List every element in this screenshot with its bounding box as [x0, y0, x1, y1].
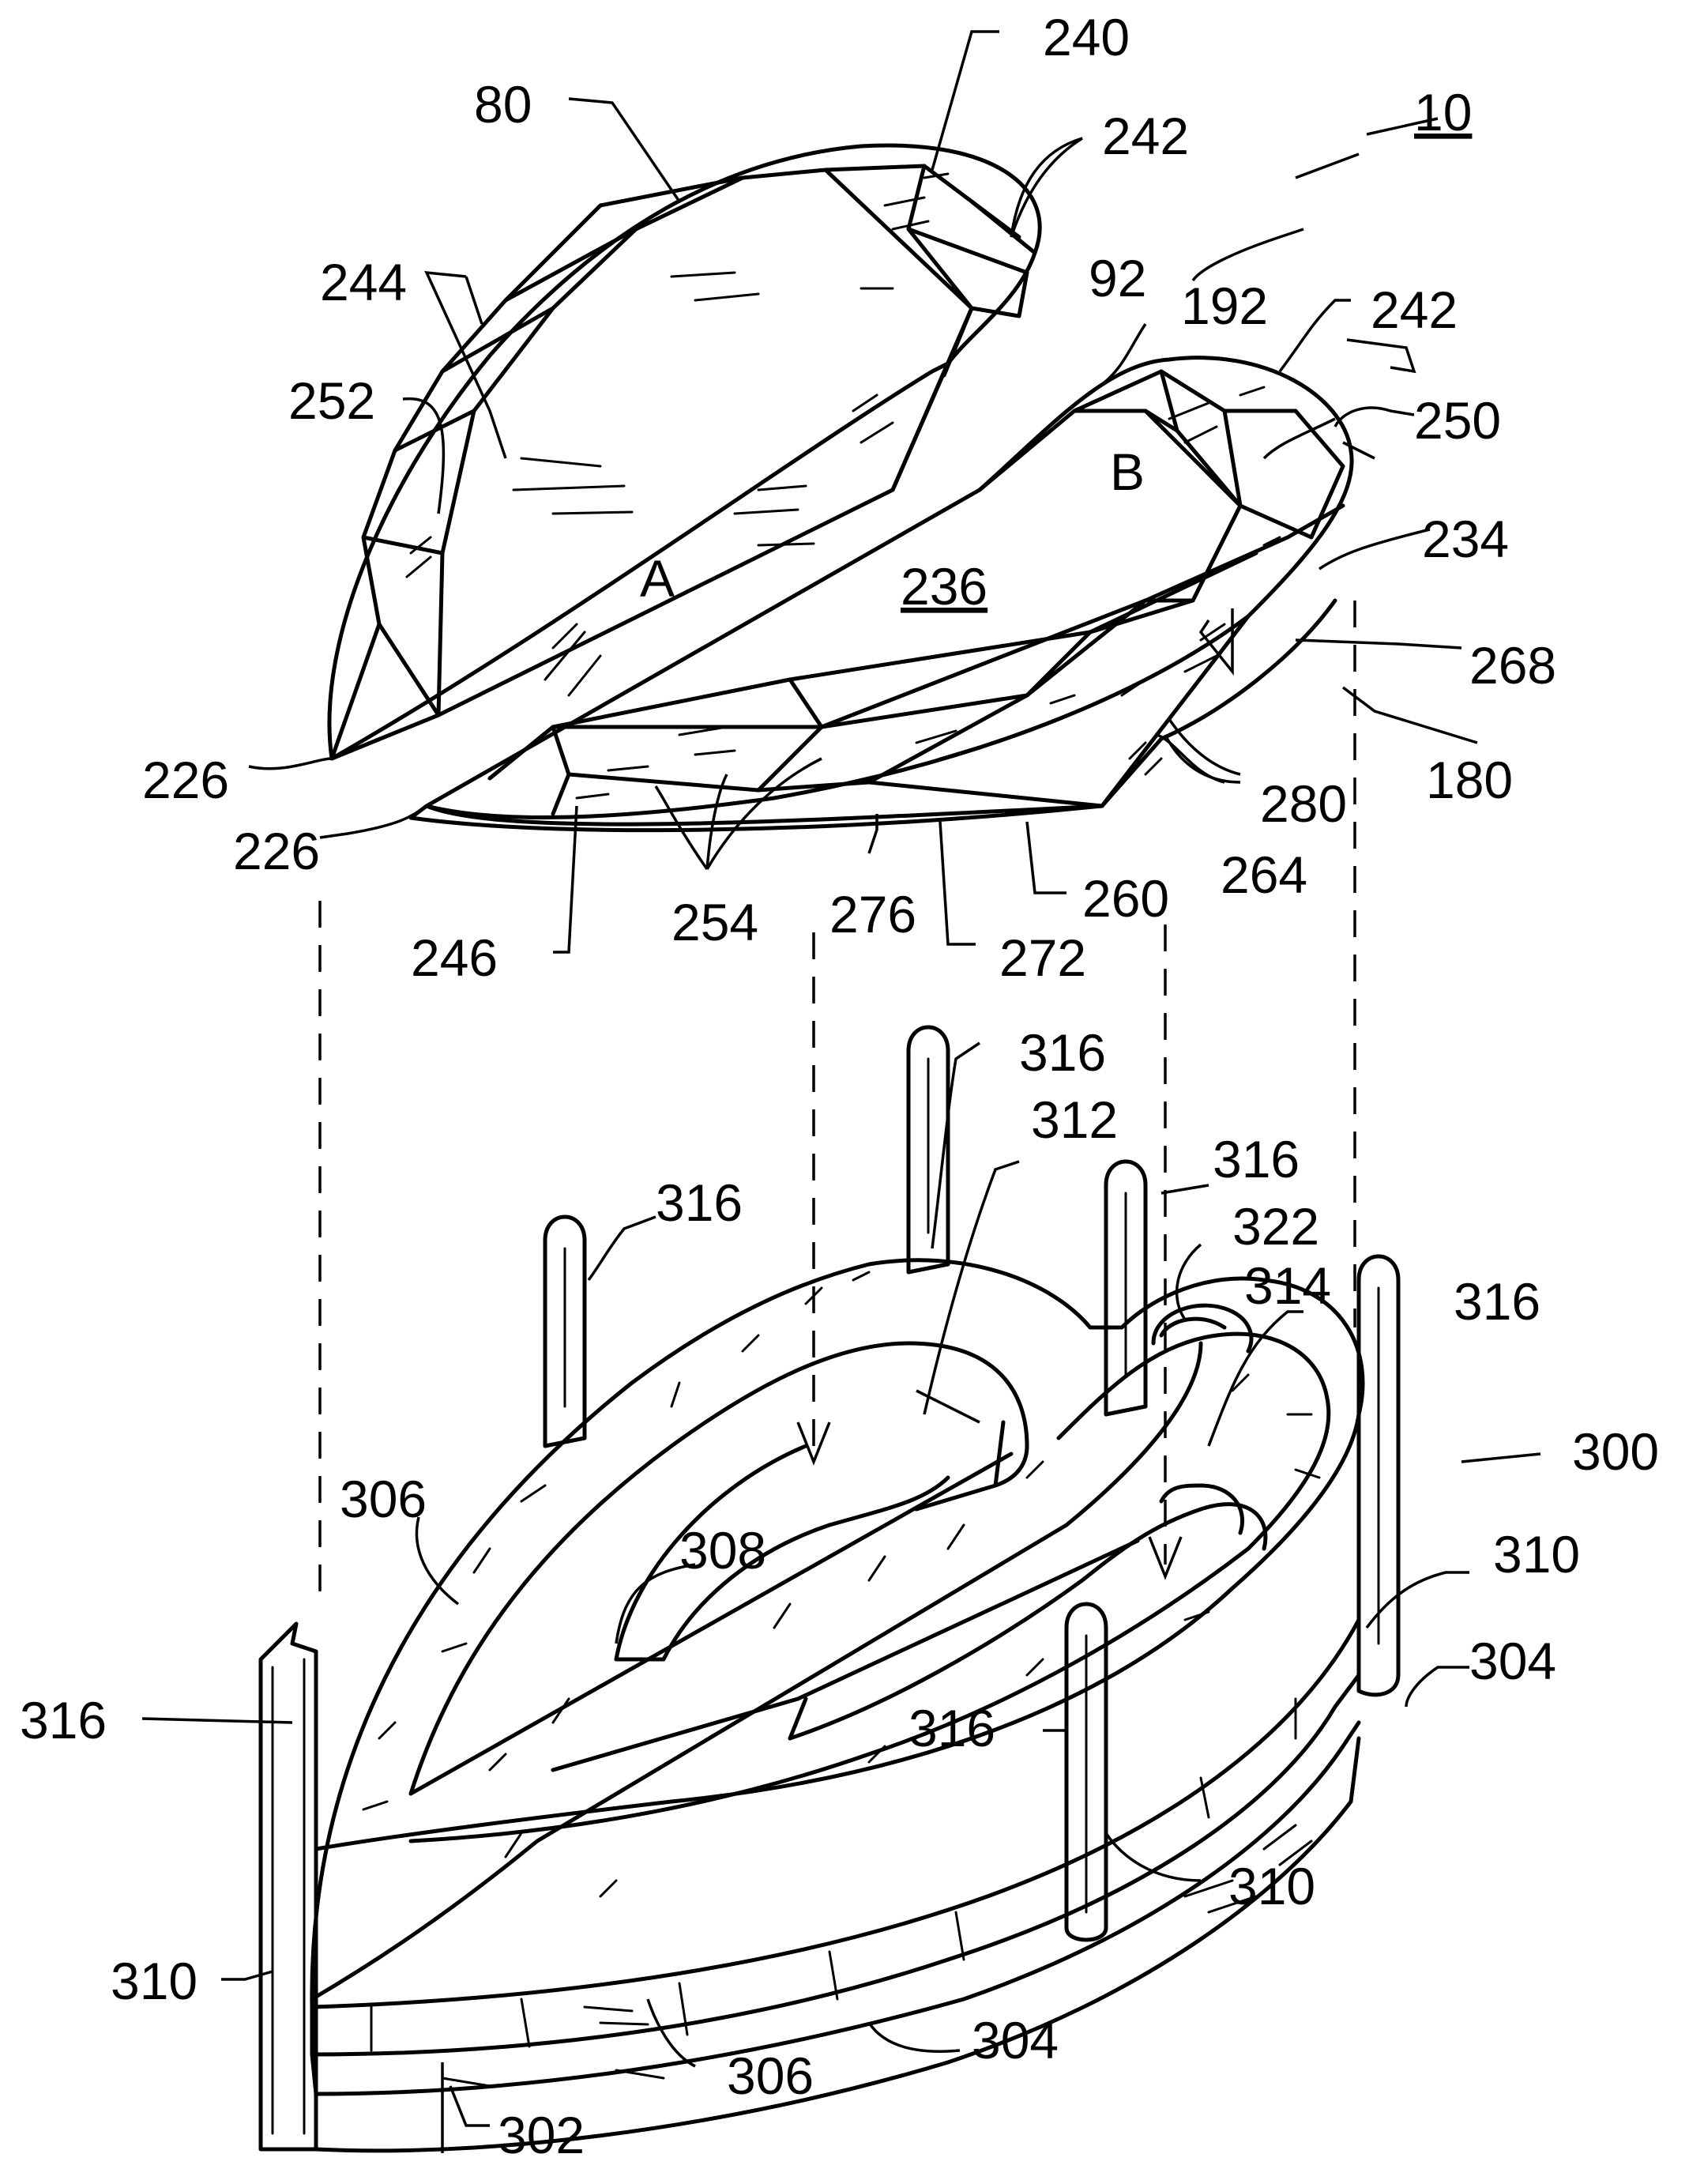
ref-180: 180 [1426, 751, 1513, 809]
ref-316-f: 316 [908, 1699, 995, 1757]
ref-306-upper: 306 [340, 1470, 427, 1528]
ref-242-top: 242 [1102, 107, 1189, 165]
ref-264: 264 [1221, 845, 1307, 904]
ref-254: 254 [671, 893, 758, 951]
prong-3 [1104, 1159, 1148, 1417]
ref-322: 322 [1232, 1197, 1319, 1256]
ref-316-d: 316 [1454, 1272, 1540, 1331]
ref-314: 314 [1244, 1256, 1331, 1315]
ref-316-a: 316 [1019, 1023, 1106, 1082]
ref-304-right: 304 [1469, 1632, 1556, 1690]
setting-mount [141, 1025, 1541, 2153]
label-a: A [640, 549, 675, 608]
stone-b [408, 356, 1354, 833]
ref-316-e: 316 [20, 1691, 107, 1749]
ref-304-bottom: 304 [972, 2011, 1059, 2069]
ref-244: 244 [320, 253, 407, 311]
prong-6 [258, 1621, 318, 2152]
ref-240: 240 [1043, 8, 1130, 66]
ref-92: 92 [1089, 249, 1146, 307]
ref-268: 268 [1469, 636, 1556, 695]
prong-5 [1064, 1602, 1108, 1942]
ref-10: 10 [1414, 83, 1472, 141]
prong-1 [543, 1214, 587, 1448]
ref-234: 234 [1422, 510, 1509, 568]
ref-250: 250 [1414, 391, 1501, 450]
leader-lines-upper [248, 30, 1478, 954]
prong-2 [906, 1025, 950, 1275]
prong-4 [1356, 1254, 1401, 1697]
ref-306-lower: 306 [727, 2047, 814, 2105]
ref-310-left: 310 [111, 1952, 197, 2010]
ref-310-right: 310 [1493, 1525, 1580, 1583]
alignment-lines [318, 601, 1356, 1604]
ref-226-lower: 226 [233, 822, 320, 880]
ref-242-right: 242 [1371, 281, 1458, 339]
ref-192: 192 [1181, 277, 1268, 335]
ref-80: 80 [474, 75, 532, 134]
ref-310-mid: 310 [1228, 1857, 1315, 1915]
ref-316-c: 316 [656, 1173, 743, 1232]
ref-252: 252 [288, 371, 375, 430]
stone-a [327, 143, 1042, 761]
ref-260: 260 [1082, 869, 1169, 928]
ref-276: 276 [829, 885, 916, 943]
ref-316-b: 316 [1213, 1130, 1300, 1188]
ref-236: 236 [901, 557, 987, 616]
ref-308: 308 [679, 1521, 766, 1580]
ref-226-upper: 226 [142, 751, 229, 809]
ref-280: 280 [1260, 774, 1347, 833]
label-b: B [1110, 442, 1145, 501]
ref-302: 302 [498, 2106, 585, 2164]
ref-272: 272 [999, 928, 1086, 987]
ref-246: 246 [411, 928, 498, 987]
ref-312: 312 [1031, 1090, 1118, 1149]
ref-300: 300 [1572, 1422, 1659, 1481]
gemstone-pair-assembly [248, 30, 1478, 954]
reference-numerals: 10 80 240 242 244 92 192 242 252 250 B 2… [20, 8, 1659, 2164]
